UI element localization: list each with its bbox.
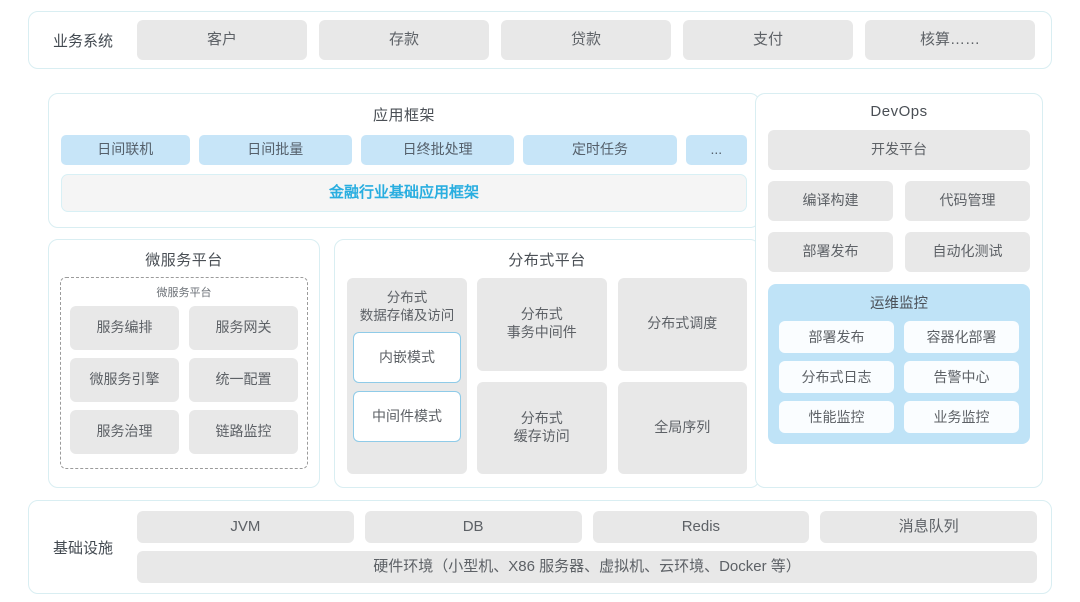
application-framework-panel: 应用框架 日间联机 日间批量 日终批处理 定时任务 ... 金融行业基础应用框架	[48, 93, 760, 228]
infrastructure-item[interactable]: Redis	[592, 511, 810, 543]
microservice-item[interactable]: 链路监控	[189, 410, 298, 454]
application-framework-tags: 日间联机 日间批量 日终批处理 定时任务 ...	[61, 135, 747, 165]
operations-monitoring-title: 运维监控	[870, 296, 928, 312]
distributed-body: 分布式 数据存储及访问 内嵌模式 中间件模式 分布式事务中间件 分布式调度	[347, 278, 747, 474]
business-systems-panel: 业务系统 客户 存款 贷款 支付 核算……	[28, 11, 1052, 69]
microservice-platform-panel: 微服务平台 微服务平台 服务编排 服务网关 微服务引擎 统一配置 服务治理 链路…	[48, 239, 320, 488]
dist-item-line1: 分布式调度	[647, 315, 718, 332]
microservice-item[interactable]: 服务编排	[70, 306, 179, 350]
microservice-inner-title: 微服务平台	[156, 287, 212, 299]
dist-item-line1: 分布式	[520, 409, 563, 426]
devops-item[interactable]: 代码管理	[905, 181, 1030, 221]
storage-title-line1: 分布式	[386, 290, 428, 305]
storage-mode-middleware[interactable]: 中间件模式	[353, 391, 461, 443]
infrastructure-items: JVM DB Redis 消息队列	[137, 511, 1037, 543]
hardware-environment-bar[interactable]: 硬件环境（小型机、X86 服务器、虚拟机、云环境、Docker 等）	[137, 551, 1037, 583]
distributed-platform-title: 分布式平台	[508, 252, 586, 269]
storage-title-line2: 数据存储及访问	[359, 307, 455, 323]
left-column: 应用框架 日间联机 日间批量 日终批处理 定时任务 ... 金融行业基础应用框架…	[48, 93, 760, 488]
storage-mode-embedded[interactable]: 内嵌模式	[353, 332, 461, 384]
application-framework-title: 应用框架	[372, 107, 435, 124]
distributed-item[interactable]: 分布式事务中间件	[477, 278, 607, 371]
microservice-inner-box: 微服务平台 服务编排 服务网关 微服务引擎 统一配置 服务治理 链路监控	[60, 277, 308, 469]
infrastructure-item[interactable]: JVM	[137, 511, 354, 543]
devops-title: DevOps	[870, 103, 928, 120]
infrastructure-item[interactable]: DB	[364, 511, 582, 543]
business-systems-label: 业务系统	[52, 32, 113, 50]
business-system-item[interactable]: 核算……	[865, 20, 1035, 60]
devops-platform-item[interactable]: 开发平台	[768, 130, 1030, 170]
infrastructure-item[interactable]: 消息队列	[820, 511, 1037, 543]
devops-item[interactable]: 编译构建	[768, 181, 893, 221]
distributed-item[interactable]: 分布式缓存访问	[477, 381, 607, 474]
distributed-item[interactable]: 分布式调度	[617, 278, 747, 371]
middle-section: 应用框架 日间联机 日间批量 日终批处理 定时任务 ... 金融行业基础应用框架…	[28, 88, 1052, 491]
financial-base-framework-bar[interactable]: 金融行业基础应用框架	[61, 174, 747, 212]
infrastructure-label: 基础设施	[52, 539, 113, 557]
distributed-platform-panel: 分布式平台 分布式 数据存储及访问 内嵌模式 中间件模式	[334, 239, 760, 488]
microservice-item[interactable]: 统一配置	[189, 358, 298, 402]
devops-item[interactable]: 自动化测试	[905, 232, 1030, 272]
dist-item-line2: 事务中间件	[506, 324, 577, 341]
devops-panel: DevOps 开发平台 编译构建 代码管理 部署发布 自动化测试 运维监控 部署…	[755, 93, 1043, 488]
devops-items-grid: 编译构建 代码管理 部署发布 自动化测试	[768, 181, 1030, 272]
microservice-item[interactable]: 服务治理	[70, 410, 179, 454]
business-system-item[interactable]: 贷款	[501, 20, 671, 60]
monitoring-item[interactable]: 分布式日志	[779, 361, 894, 393]
distributed-items-grid: 分布式事务中间件 分布式调度 分布式缓存访问 全局序列	[477, 278, 747, 474]
monitoring-item[interactable]: 性能监控	[779, 401, 894, 433]
microservice-platform-title: 微服务平台	[145, 252, 223, 269]
business-system-item[interactable]: 存款	[319, 20, 489, 60]
app-framework-tag[interactable]: 日终批处理	[360, 135, 515, 165]
dist-item-line1: 全局序列	[654, 418, 711, 435]
monitoring-item[interactable]: 容器化部署	[904, 321, 1019, 353]
infrastructure-panel: 基础设施 JVM DB Redis 消息队列 硬件环境（小型机、X86 服务器、…	[28, 500, 1052, 594]
app-framework-tag[interactable]: 日间联机	[61, 135, 190, 165]
distributed-storage-title: 分布式 数据存储及访问	[353, 284, 461, 332]
distributed-storage-card[interactable]: 分布式 数据存储及访问 内嵌模式 中间件模式	[347, 278, 467, 474]
monitoring-item[interactable]: 部署发布	[779, 321, 894, 353]
app-framework-tag[interactable]: 日间批量	[198, 135, 352, 165]
infrastructure-content: JVM DB Redis 消息队列 硬件环境（小型机、X86 服务器、虚拟机、云…	[137, 511, 1037, 583]
microservice-items-grid: 服务编排 服务网关 微服务引擎 统一配置 服务治理 链路监控	[70, 306, 298, 454]
monitoring-item[interactable]: 业务监控	[904, 401, 1019, 433]
operations-monitoring-grid: 部署发布 容器化部署 分布式日志 告警中心 性能监控 业务监控	[779, 321, 1019, 433]
business-systems-items: 客户 存款 贷款 支付 核算……	[137, 20, 1039, 60]
dist-item-line2: 缓存访问	[513, 427, 570, 444]
operations-monitoring-panel: 运维监控 部署发布 容器化部署 分布式日志 告警中心 性能监控 业务监控	[768, 284, 1030, 444]
platforms-row: 微服务平台 微服务平台 服务编排 服务网关 微服务引擎 统一配置 服务治理 链路…	[48, 239, 760, 488]
business-system-item[interactable]: 支付	[683, 20, 853, 60]
microservice-item[interactable]: 服务网关	[189, 306, 298, 350]
distributed-item[interactable]: 全局序列	[617, 381, 747, 474]
devops-item[interactable]: 部署发布	[768, 232, 893, 272]
monitoring-item[interactable]: 告警中心	[904, 361, 1019, 393]
microservice-item[interactable]: 微服务引擎	[70, 358, 179, 402]
app-framework-tag[interactable]: 定时任务	[523, 135, 677, 165]
app-framework-tag-more[interactable]: ...	[685, 135, 747, 165]
business-system-item[interactable]: 客户	[137, 20, 307, 60]
dist-item-line1: 分布式	[520, 306, 563, 323]
